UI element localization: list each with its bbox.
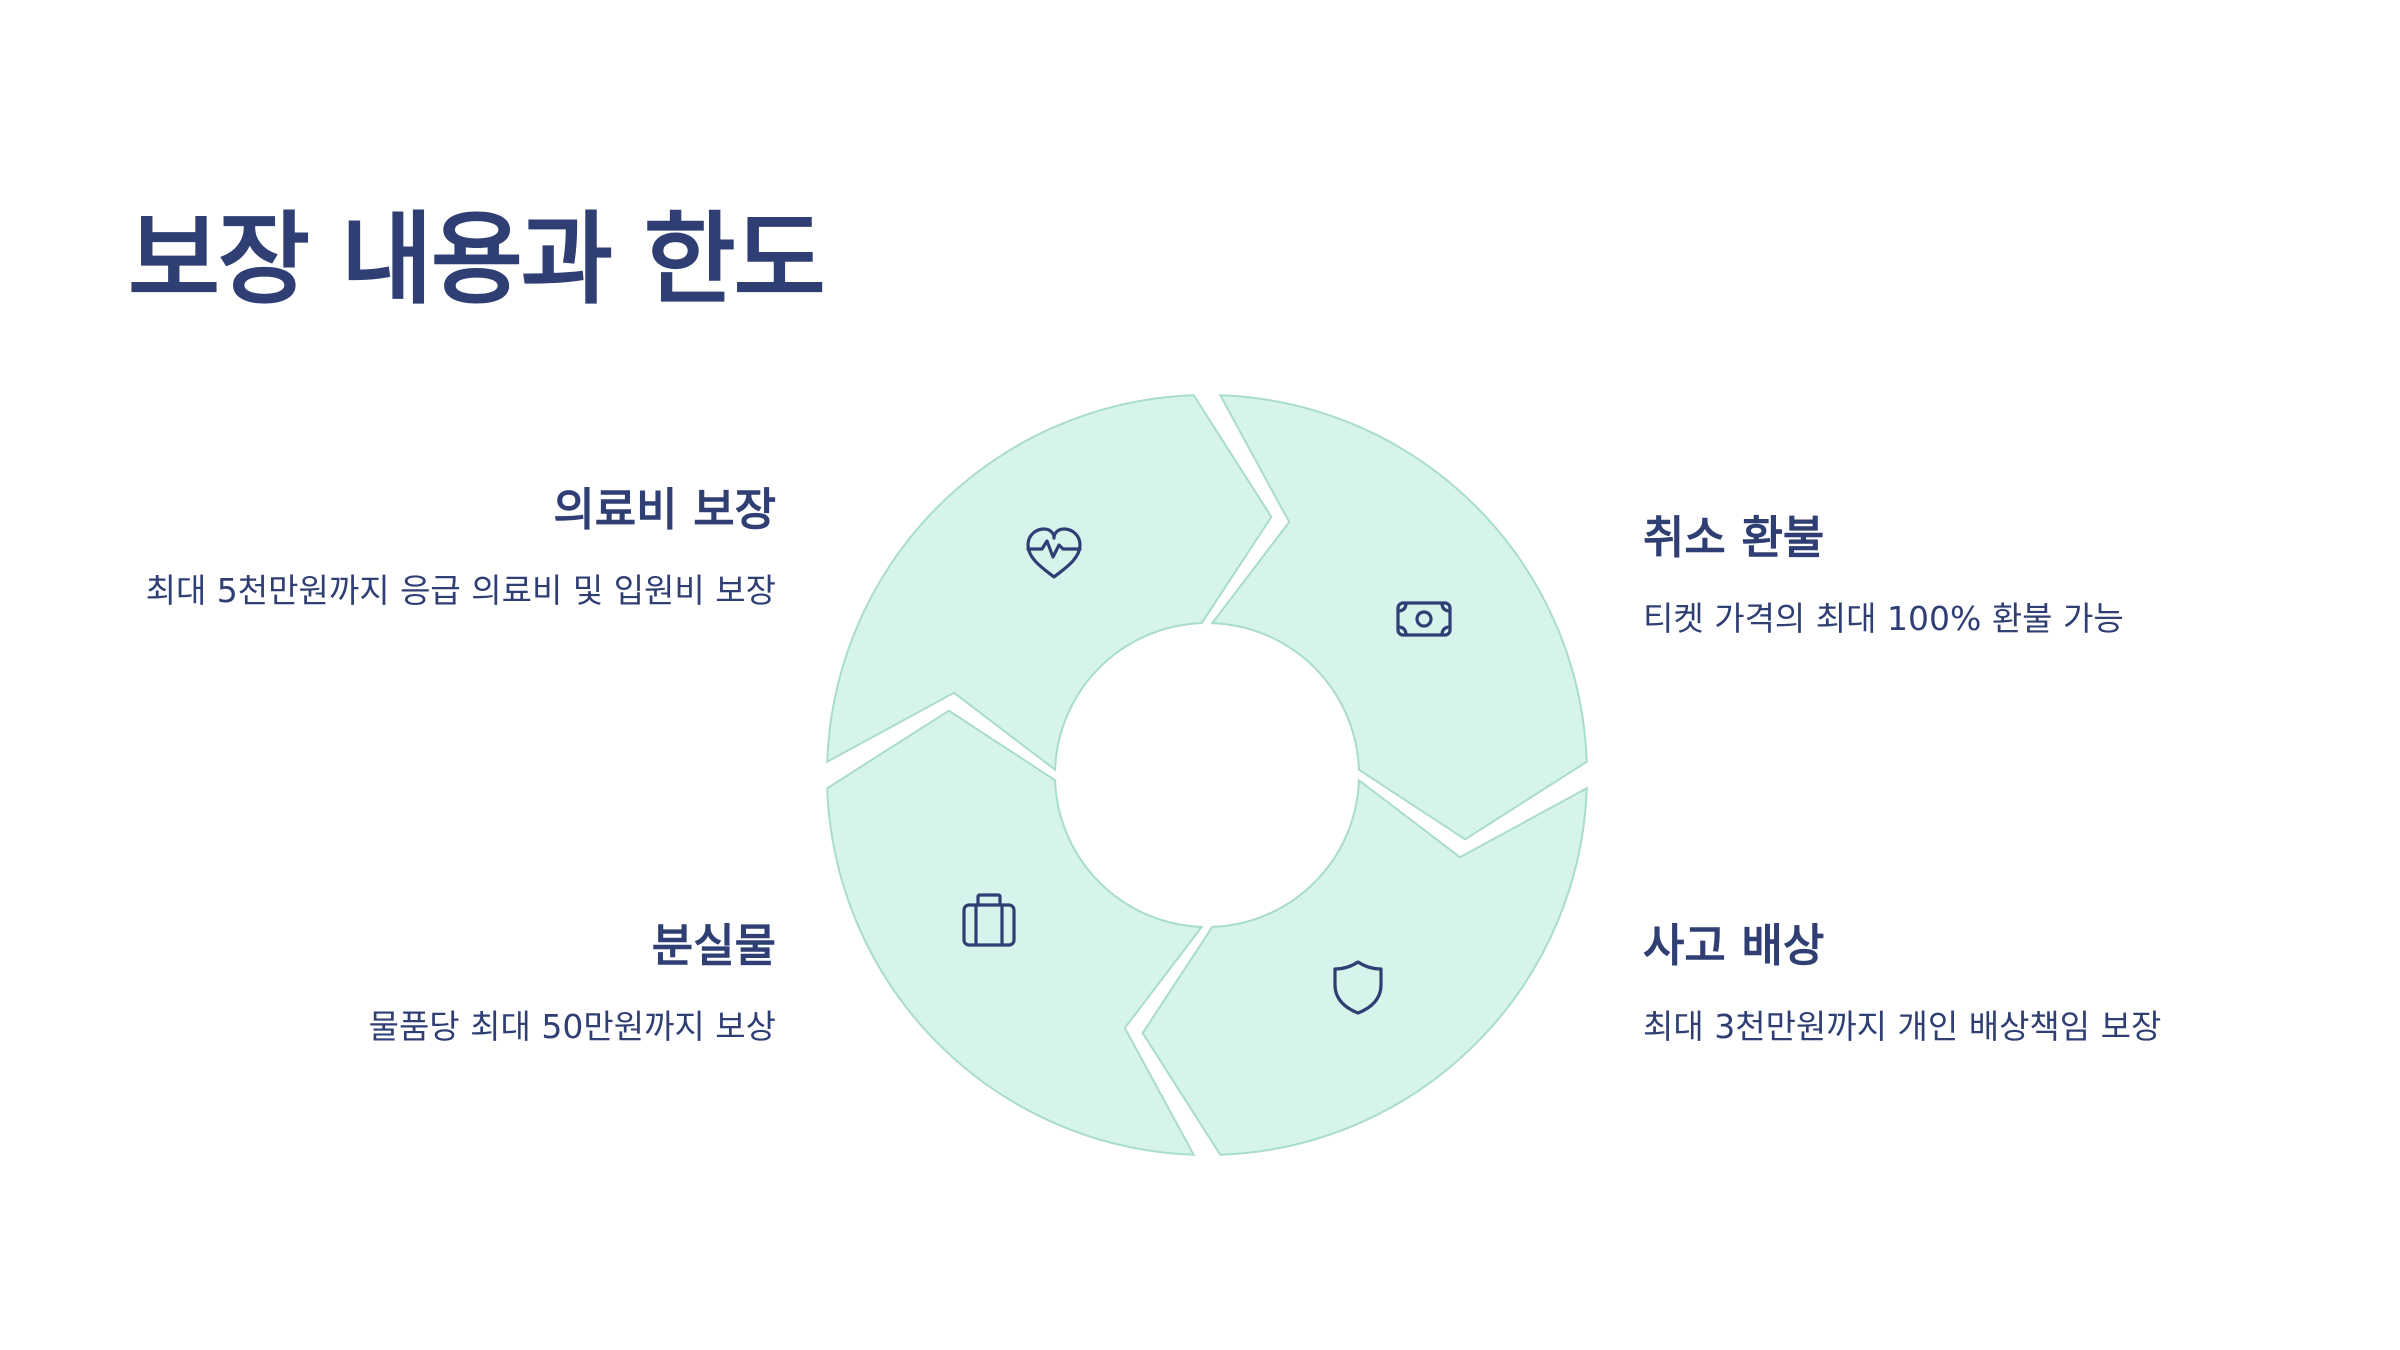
cancel-refund-heading: 취소 환불 — [1643, 511, 1825, 564]
cancel-refund-description: 티켓 가격의 최대 100% 환불 가능 — [1643, 599, 2124, 639]
medical-coverage-description: 최대 5천만원까지 응급 의료비 및 입원비 보장 — [145, 571, 776, 611]
lost-items-heading: 분실물 — [651, 919, 776, 972]
shield-icon — [1333, 960, 1383, 1015]
medical-coverage-block: 의료비 보장 최대 5천만원까지 응급 의료비 및 입원비 보장 — [126, 482, 776, 620]
page-title: 보장 내용과 한도 — [128, 201, 826, 318]
lost-items-block: 분실물 물품당 최대 50만원까지 보상 — [126, 918, 776, 1056]
segment-liability — [1141, 778, 1588, 1156]
briefcase-icon — [962, 893, 1016, 947]
accident-liability-description: 최대 3천만원까지 개인 배상책임 보장 — [1643, 1007, 2162, 1047]
cancel-refund-block: 취소 환불 티켓 가격의 최대 100% 환불 가능 — [1643, 510, 2293, 648]
medical-coverage-heading: 의료비 보장 — [553, 483, 776, 536]
heart-pulse-icon — [1026, 527, 1082, 579]
lost-items-description: 물품당 최대 50만원까지 보상 — [368, 1007, 776, 1047]
segment-medical — [826, 394, 1273, 772]
accident-liability-block: 사고 배상 최대 3천만원까지 개인 배상책임 보장 — [1643, 918, 2293, 1056]
accident-liability-heading: 사고 배상 — [1643, 919, 1825, 972]
banknote-icon — [1396, 601, 1452, 637]
